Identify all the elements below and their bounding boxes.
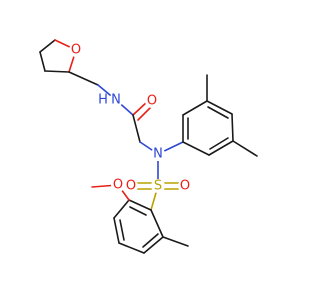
atom-o-sulfonyl-left: O (126, 179, 136, 194)
atom-o-carbonyl: O (147, 94, 157, 109)
bond-thf-3 (44, 70, 70, 73)
bond-ar2-2 (113, 199, 130, 219)
bond-ar1-5-inner (209, 137, 229, 150)
atom-o-sulfonyl-right: O (180, 179, 190, 194)
bond-thf-1 (39, 39, 56, 53)
bond-ar2-4 (118, 242, 145, 254)
bond-ar1-4 (231, 113, 234, 142)
bonds (39, 39, 258, 254)
atom-h-amide: H (98, 93, 108, 108)
bond-ar1-3-inner (207, 106, 229, 119)
molecule-structure: O N H O N S O O O (39, 39, 258, 254)
bond-methyl-right (232, 140, 258, 157)
bond-ar1-3 (206, 100, 233, 115)
bond-ar1-5 (208, 140, 234, 156)
bond-ar2-5 (143, 236, 164, 254)
atom-labels: O N H O N S O O O (69, 43, 192, 194)
bond-ring-ch2 (68, 71, 99, 86)
bond-carbonyl-o-2 (137, 105, 153, 121)
atom-n-amide: N (111, 93, 121, 108)
bond-thf-2 (39, 51, 46, 72)
bond-ar2-3 (113, 217, 120, 244)
bond-methyl-bottom (162, 236, 189, 247)
atom-s: S (154, 179, 162, 194)
bond-ar1-6 (182, 141, 210, 156)
bond-ar1-2 (182, 100, 208, 116)
bond-ar2-1-inner (129, 206, 147, 216)
atom-o-ring: O (71, 43, 81, 58)
bond-ar2-5-inner (142, 233, 159, 248)
bond-ar2-6 (150, 209, 164, 238)
bond-ar2-3-inner (119, 219, 125, 241)
atom-n-sulfonamide: N (153, 147, 163, 162)
atom-o-methoxy: O (113, 178, 123, 193)
bond-carbonyl-ch2 (132, 114, 141, 143)
bond-ar2-1 (128, 199, 152, 211)
